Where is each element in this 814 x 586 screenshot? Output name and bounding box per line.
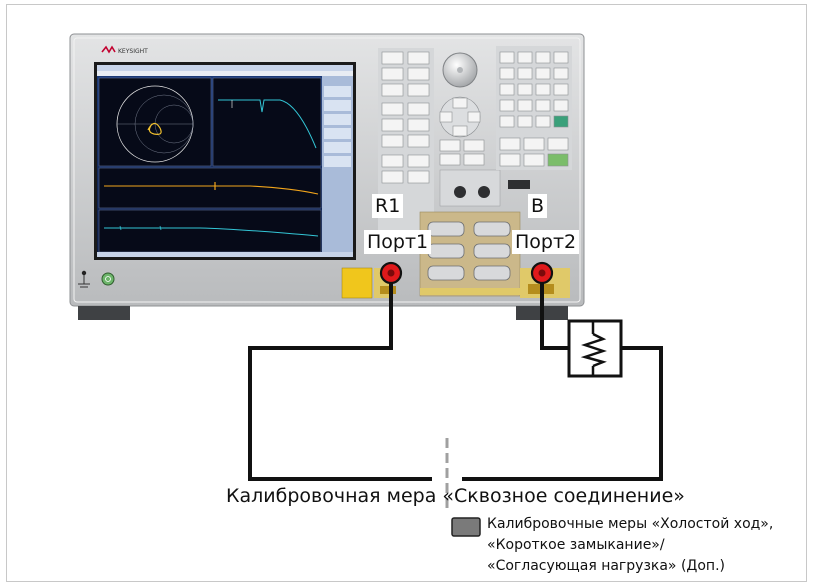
network-analyzer: KEYSIGHT [69,33,585,320]
brand-label: KEYSIGHT [118,48,148,55]
probe-power-section [439,169,530,207]
caution-label [341,267,373,299]
b-label: B [528,194,548,218]
test-cables [248,273,663,481]
figure-frame [6,4,807,582]
cable-port2-to-load [462,346,663,481]
port2-label: Порт2 [512,230,580,254]
knob-icon [442,52,478,88]
r1-label: R1 [372,194,404,218]
legend-box-icon [451,517,481,537]
analyzer-screen [94,62,356,260]
ground-icon [78,270,90,288]
navigation-pad [439,96,485,166]
instrument-foot-left [78,306,130,320]
port1-label: Порт1 [364,230,432,254]
legend-caption: Калибровочные меры «Холостой ход», «Коро… [487,516,774,574]
connector-panel [341,211,570,299]
port1-connector [379,261,403,285]
keysight-logo-icon [101,45,116,54]
cable-port1 [248,273,432,481]
cable-port2 [540,273,569,350]
numeric-keypad [496,46,572,170]
power-button-icon [101,272,115,286]
through-standard-caption: Калибровочная мера «Сквозное соединение» [226,485,685,507]
softkey-block [378,48,434,238]
port2-connector [530,261,554,285]
resistor-icon [567,319,623,378]
